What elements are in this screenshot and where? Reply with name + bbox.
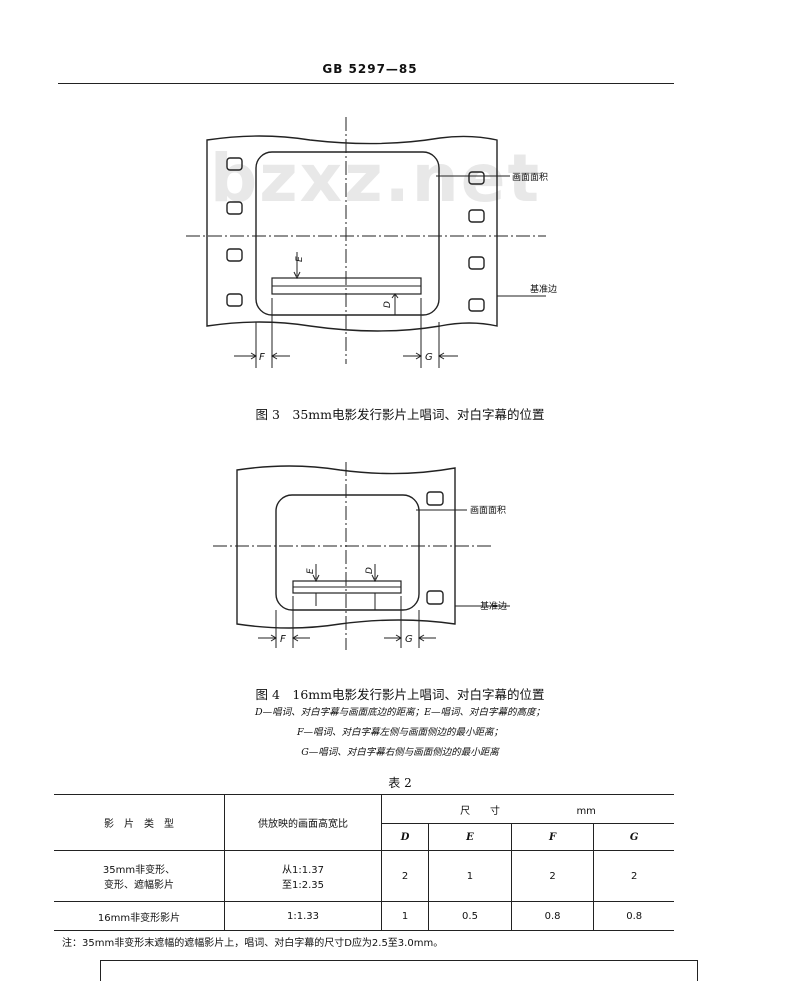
perforation bbox=[468, 256, 485, 270]
label-F: F bbox=[259, 352, 265, 363]
cell-F: 2 bbox=[510, 850, 595, 902]
figure-4-diagram: 画面面积 基准边 E D F G bbox=[213, 462, 510, 650]
perforation bbox=[468, 209, 485, 223]
header-aspect-ratio: 供放映的画面高宽比 bbox=[224, 794, 382, 851]
cell-E: 0.5 bbox=[428, 901, 512, 931]
header-D: D bbox=[380, 823, 430, 851]
header-unit: mm bbox=[576, 805, 596, 817]
label-picture-area: 画面面积 bbox=[470, 504, 506, 516]
spec-table: 影 片 类 型 供放映的画面高宽比 尺 寸 mm D E F G 35mm非变形… bbox=[54, 794, 674, 931]
film-strip-outline bbox=[206, 135, 498, 332]
label-picture-area: 画面面积 bbox=[512, 171, 548, 183]
standard-number: GB 5297—85 bbox=[322, 62, 418, 76]
picture-area bbox=[255, 151, 440, 316]
figure-4-legend-line: F—唱词、对白字幕左侧与画面侧边的最小距离； bbox=[296, 727, 504, 738]
table-row: 16mm非变形影片 1:1.33 1 0.5 0.8 0.8 bbox=[54, 901, 674, 931]
perforation bbox=[426, 491, 444, 506]
figure-4-legend-line: G—唱词、对白字幕右侧与画面侧边的最小距离 bbox=[301, 747, 499, 758]
perforation bbox=[226, 157, 243, 171]
header-rule bbox=[58, 83, 674, 84]
cell-G: 2 bbox=[593, 850, 674, 902]
perforation bbox=[226, 293, 243, 307]
next-section-box bbox=[100, 960, 698, 981]
perforation bbox=[226, 201, 243, 215]
header-F: F bbox=[510, 823, 595, 851]
label-D: D bbox=[365, 567, 375, 574]
figure-4-caption: 图 4 16mm电影发行影片上唱词、对白字幕的位置 bbox=[255, 687, 545, 702]
figure-4-legend-line: D—唱词、对白字幕与画面底边的距离；E—唱词、对白字幕的高度； bbox=[254, 707, 546, 718]
cell-film-type: 16mm非变形影片 bbox=[54, 901, 225, 931]
film-strip-outline bbox=[236, 465, 456, 629]
label-F: F bbox=[280, 634, 286, 645]
label-E: E bbox=[295, 256, 305, 262]
cell-film-type: 35mm非变形、 变形、遮幅影片 bbox=[54, 850, 225, 902]
label-E: E bbox=[306, 568, 316, 574]
label-G: G bbox=[425, 352, 433, 363]
header-film-type: 影 片 类 型 bbox=[54, 794, 225, 851]
table-row: 35mm非变形、 变形、遮幅影片 从1:1.37 至1:2.35 2 1 2 2 bbox=[54, 850, 674, 902]
cell-aspect-ratio: 1:1.33 bbox=[224, 901, 382, 931]
perforation bbox=[468, 171, 485, 185]
cell-aspect-ratio: 从1:1.37 至1:2.35 bbox=[224, 850, 382, 902]
header-dimension-group: 尺 寸 bbox=[460, 805, 501, 817]
cell-F: 0.8 bbox=[510, 901, 595, 931]
figure-3-caption: 图 3 35mm电影发行影片上唱词、对白字幕的位置 bbox=[255, 407, 545, 422]
label-D: D bbox=[383, 301, 393, 308]
label-datum-edge: 基准边 bbox=[530, 283, 557, 295]
table-note: 注：35mm非变形末遮幅的遮幅影片上，唱词、对白字幕的尺寸D应为2.5至3.0m… bbox=[62, 938, 444, 949]
perforation bbox=[426, 590, 444, 605]
perforation bbox=[468, 298, 485, 312]
header-G: G bbox=[593, 823, 674, 851]
perforation bbox=[226, 248, 243, 262]
cell-D: 2 bbox=[380, 850, 430, 902]
header-dimensions: 尺 寸 mm bbox=[381, 794, 674, 824]
cell-G: 0.8 bbox=[593, 901, 674, 931]
table-caption: 表 2 bbox=[388, 776, 412, 790]
label-G: G bbox=[405, 634, 413, 645]
cell-D: 1 bbox=[380, 901, 430, 931]
figure-3-diagram: 画面面积 基准边 E D F G bbox=[186, 117, 557, 368]
label-datum-edge: 基准边 bbox=[480, 600, 507, 612]
cell-E: 1 bbox=[428, 850, 512, 902]
header-E: E bbox=[428, 823, 512, 851]
picture-area bbox=[275, 494, 420, 611]
